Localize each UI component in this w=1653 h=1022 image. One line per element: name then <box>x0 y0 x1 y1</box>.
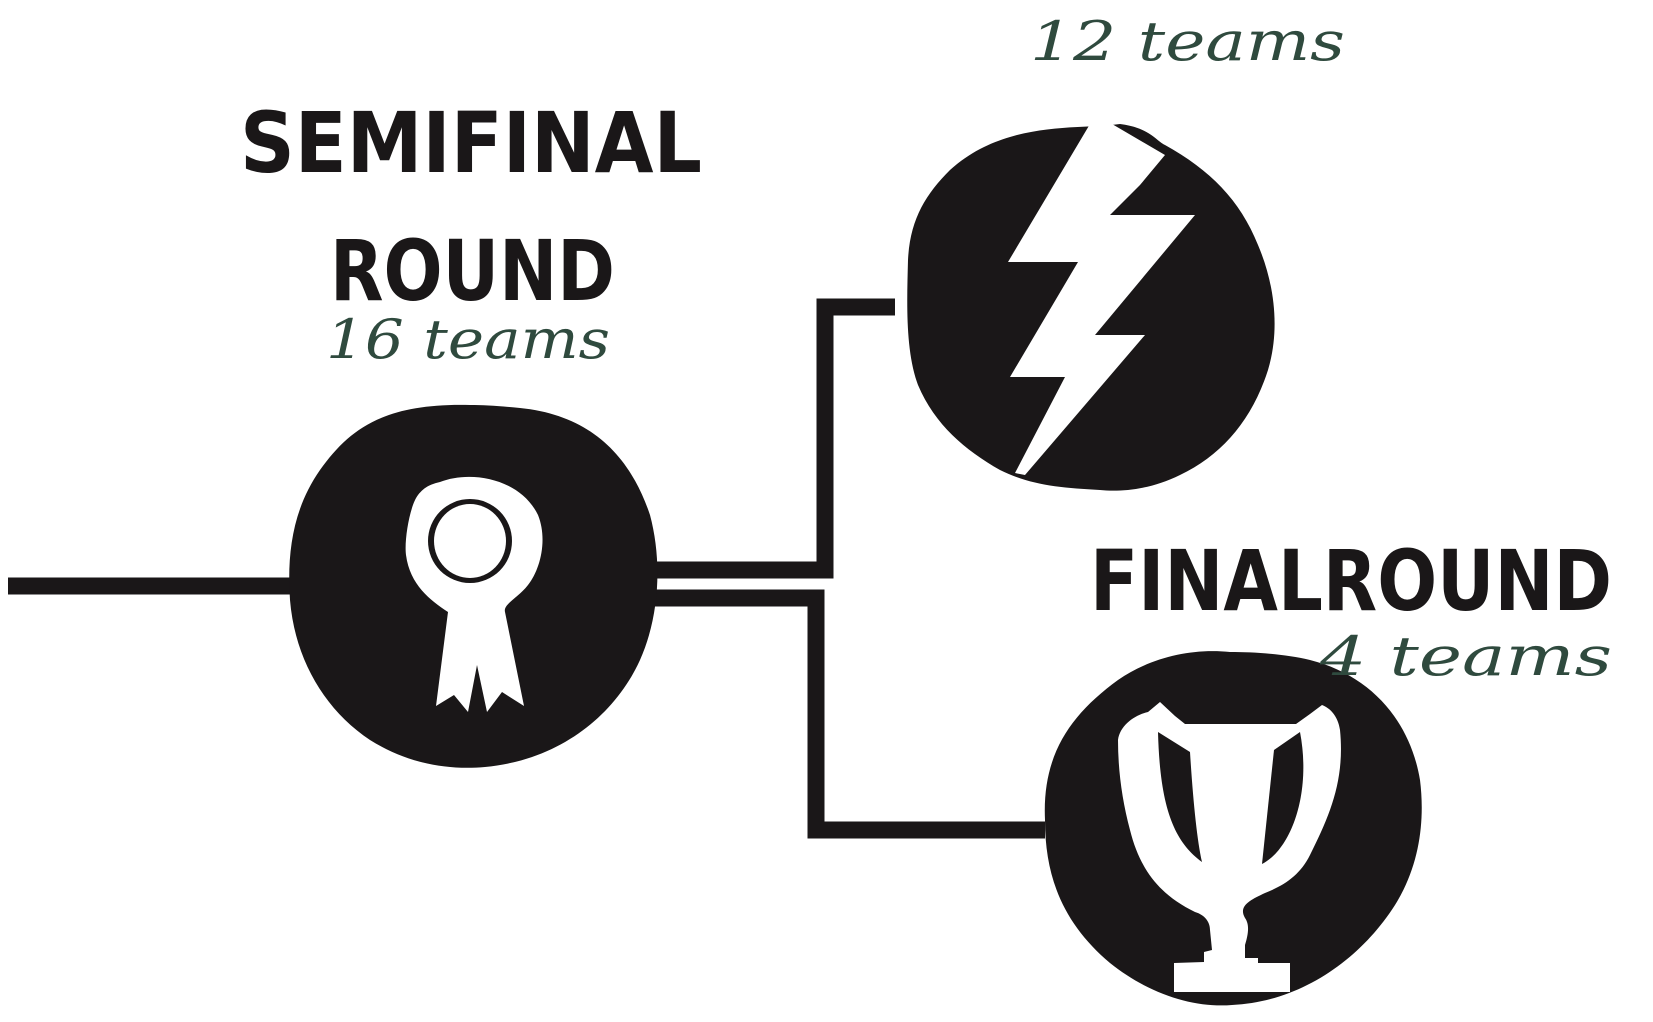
award-ribbon-icon <box>405 476 543 712</box>
semifinal-count: 16 teams <box>326 308 610 371</box>
semifinal-title-line2: ROUND <box>330 222 615 320</box>
middle-count: 12 teams <box>1030 10 1345 73</box>
connector-to-middle <box>650 298 895 579</box>
connector-to-final <box>650 589 1045 839</box>
semifinal-node: SEMIFINAL ROUND 16 teams <box>240 94 702 768</box>
final-node: FINALROUND 4 teams <box>1044 532 1612 1006</box>
lightning-bolt-icon <box>1008 124 1195 475</box>
trophy-icon <box>1118 702 1341 992</box>
bracket-connectors <box>8 298 1045 839</box>
final-count: 4 teams <box>1319 625 1612 688</box>
middle-node: 12 teams <box>907 10 1345 491</box>
semifinal-title-line1: SEMIFINAL <box>240 94 702 192</box>
final-title: FINALROUND <box>1090 532 1612 630</box>
